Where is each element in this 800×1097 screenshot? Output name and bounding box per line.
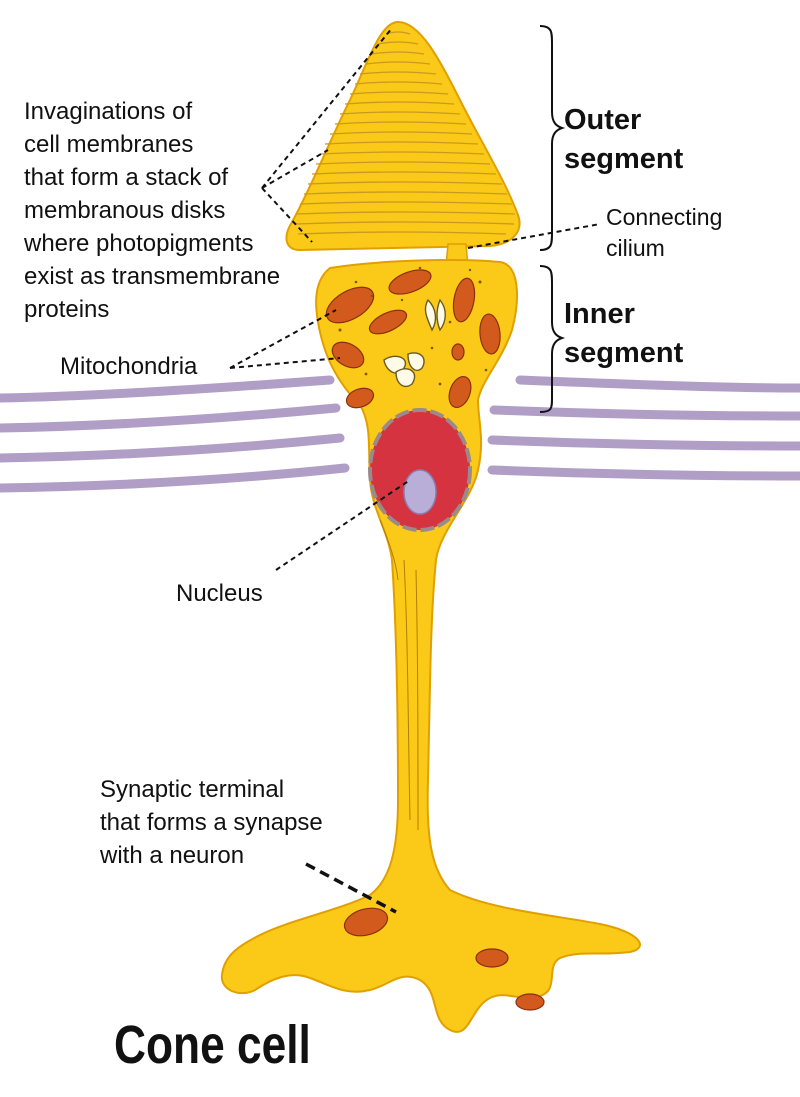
membranous-disks	[295, 31, 516, 235]
label-line: Inner	[564, 298, 635, 330]
label-line: Connecting	[606, 204, 723, 230]
leader-invaginations-3	[261, 187, 313, 243]
label-line: Invaginations of	[24, 98, 193, 125]
terminal-mitochondria	[343, 907, 545, 1011]
membrane-layer-right-1	[515, 375, 800, 393]
outer-segment	[285, 20, 521, 252]
label-line: Outer	[564, 104, 642, 136]
membrane-layer-left-4	[0, 463, 350, 493]
leader-mitochondria-2	[229, 357, 341, 369]
membrane-layer-right-4	[487, 465, 800, 481]
nucleolus	[403, 469, 437, 515]
membrane-layer-left-3	[0, 433, 345, 463]
segment-braces	[539, 25, 566, 413]
label-line: where photopigments	[24, 230, 254, 257]
mitochondrion	[448, 375, 472, 409]
nucleus-structure	[368, 408, 472, 532]
cytoplasm-speckles	[338, 266, 488, 386]
label-line: with a neuron	[100, 842, 245, 869]
mitochondrion	[343, 907, 389, 937]
inner-segment-brace	[539, 265, 566, 413]
mitochondrion	[475, 948, 509, 968]
mitochondrion	[325, 286, 375, 324]
mitochondrion	[452, 277, 476, 323]
label-line: exist as transmembrane	[24, 263, 281, 290]
label-nucleus: Nucleus	[176, 580, 263, 607]
membrane-layers	[0, 375, 800, 493]
leader-invaginations-1	[261, 27, 393, 189]
diagram-title: Cone cell	[114, 1015, 311, 1075]
label-line: segment	[564, 337, 684, 369]
label-line: membranous disks	[24, 197, 226, 224]
mitochondrion	[331, 341, 365, 369]
label-line: segment	[564, 143, 684, 175]
axon-fibres	[379, 519, 419, 831]
label-line: that form a stack of	[24, 164, 229, 191]
leader-synaptic-terminal	[305, 862, 397, 914]
outer-segment-brace	[539, 25, 566, 251]
membrane-layer-right-3	[487, 435, 800, 451]
membrane-layer-left-2	[0, 403, 341, 433]
mitochondrion	[388, 269, 432, 295]
label-line: proteins	[24, 296, 110, 323]
mitochondrion	[515, 993, 545, 1011]
mitochondrion	[479, 313, 501, 355]
golgi-apparatus	[383, 298, 446, 388]
label-outer-segment: Outer segment	[564, 106, 683, 184]
membrane-layer-right-2	[489, 405, 800, 421]
mitochondrion	[345, 387, 375, 409]
label-line: Synaptic terminal	[100, 776, 285, 803]
label-line: that forms a synapse	[100, 809, 323, 836]
mitochondrion	[451, 343, 465, 361]
label-mitochondria: Mitochondria	[60, 353, 198, 380]
label-line: cell membranes	[24, 131, 194, 158]
membrane-layer-left-1	[0, 375, 335, 403]
mitochondria-group	[325, 269, 501, 409]
label-connecting-cilium: Connecting cilium	[606, 206, 722, 268]
label-invaginations: Invaginations of cell membranes that for…	[24, 100, 280, 331]
label-synaptic-terminal: Synaptic terminal that forms a synapse w…	[100, 778, 323, 877]
leader-mitochondria-1	[229, 309, 337, 369]
mitochondrion	[368, 309, 408, 335]
leader-connecting-cilium	[467, 223, 601, 249]
leader-lines	[229, 27, 601, 914]
label-inner-segment: Inner segment	[564, 300, 683, 378]
label-line: cilium	[606, 235, 665, 261]
leader-invaginations-2	[261, 149, 329, 189]
